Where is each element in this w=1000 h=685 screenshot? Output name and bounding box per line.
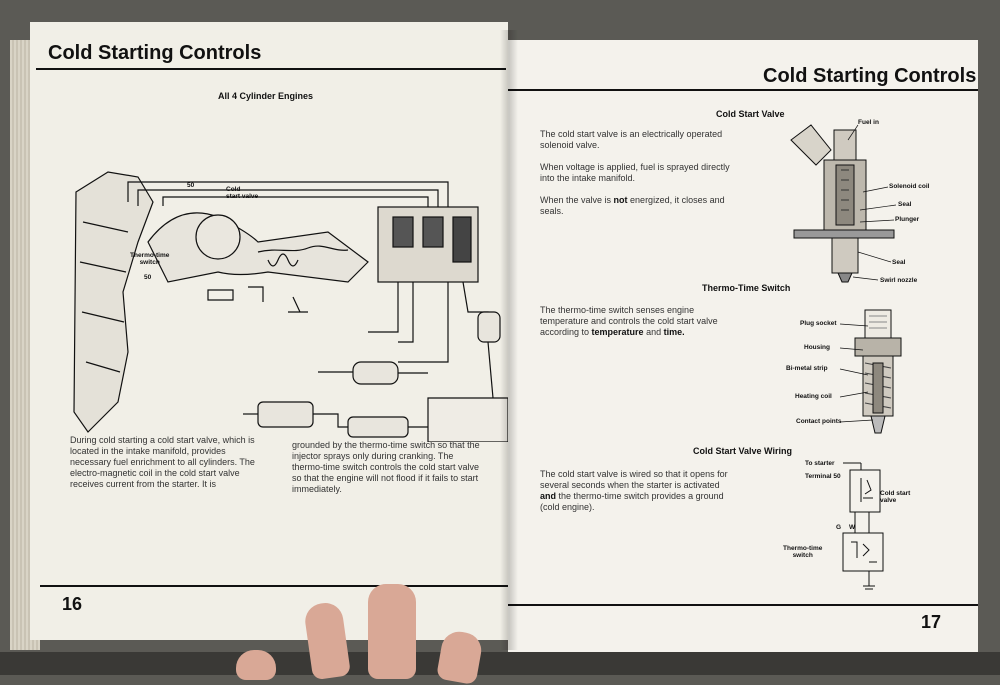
label-solenoid-coil: Solenoid coil (889, 183, 930, 190)
label-cold-start-valve-wiring: Cold start valve (880, 490, 911, 504)
right-footer-rule (508, 604, 978, 606)
hand-thumb (236, 650, 276, 680)
tts-part-a: The thermo-time switch senses engine tem… (540, 305, 718, 337)
p3-part-a: When the valve is (540, 195, 614, 205)
label-to-starter: To starter (805, 460, 835, 467)
label-swirl-nozzle: Swirl nozzle (880, 277, 918, 284)
thermo-time-switch-p1: The thermo-time switch senses engine tem… (540, 305, 770, 338)
label-heating-coil: Heating coil (795, 393, 832, 400)
left-page: Cold Starting Controls All 4 Cylinder En… (30, 22, 508, 640)
label-seal-bottom: Seal (892, 259, 906, 266)
wiring-part-a: The cold start valve is wired so that it… (540, 469, 728, 490)
left-footer-rule (40, 585, 508, 587)
table-surface (0, 652, 1000, 675)
label-thermo-time-switch-wiring: Thermo-time switch (783, 545, 823, 559)
hand-finger-2 (368, 584, 416, 679)
left-paragraph-2: grounded by the thermo-time switch so th… (292, 440, 480, 494)
label-seal-top: Seal (898, 201, 912, 208)
tts-leader-lines (839, 323, 874, 423)
wiring-part-and: and (540, 491, 557, 501)
thermo-time-switch-diagram (854, 309, 902, 434)
label-num-50-top: 50 (187, 182, 195, 189)
label-w: W (849, 524, 856, 531)
label-cold-start-valve: Cold start valve (226, 186, 259, 200)
right-page-number: 17 (921, 612, 942, 632)
left-title-rule (36, 68, 506, 70)
label-housing: Housing (804, 344, 830, 351)
label-num-50-left: 50 (144, 274, 152, 281)
tts-part-temperature: temperature (591, 327, 644, 337)
label-g: G (836, 524, 842, 531)
diagram-title: All 4 Cylinder Engines (218, 91, 314, 101)
left-page-title: Cold Starting Controls (48, 42, 262, 64)
wiring-heading: Cold Start Valve Wiring (693, 446, 792, 456)
tts-part-and: and (643, 327, 664, 337)
label-plunger: Plunger (895, 216, 920, 223)
label-thermo-time-switch: Thermo-time switch (130, 252, 170, 266)
label-fuel-in: Fuel in (858, 119, 879, 126)
tts-part-time: time. (663, 327, 685, 337)
cold-start-valve-p2: When voltage is applied, fuel is sprayed… (540, 162, 730, 183)
engine-system-diagram (73, 171, 508, 442)
cold-start-valve-p1: The cold start valve is an electrically … (540, 129, 723, 150)
label-plug-socket: Plug socket (800, 320, 837, 327)
valve-leader-lines (847, 124, 897, 281)
label-bimetal-strip: Bi-metal strip (786, 365, 828, 372)
label-contact-points: Contact points (796, 418, 842, 425)
right-title-rule (508, 89, 978, 91)
p3-part-not: not (613, 195, 628, 205)
wiring-part-c: the thermo-time switch provides a ground… (540, 491, 724, 512)
book-spine (500, 30, 518, 650)
p3-part-c: energized, it closes and seals. (540, 195, 725, 216)
cold-start-valve-heading: Cold Start Valve (716, 109, 785, 119)
wiring-p1: The cold start valve is wired so that it… (540, 469, 770, 513)
thermo-time-switch-heading: Thermo-Time Switch (702, 283, 791, 293)
left-page-number: 16 (62, 594, 83, 614)
right-page-title: Cold Starting Controls (763, 65, 977, 87)
cold-start-valve-diagram (790, 124, 895, 283)
cold-start-valve-p3: When the valve is not energized, it clos… (540, 195, 755, 217)
wiring-diagram (842, 462, 884, 590)
left-paragraph-1: During cold starting a cold start valve,… (70, 435, 255, 489)
right-page: Cold Starting Controls Cold Start Valve … (508, 40, 978, 652)
label-terminal-50: Terminal 50 (805, 473, 841, 480)
